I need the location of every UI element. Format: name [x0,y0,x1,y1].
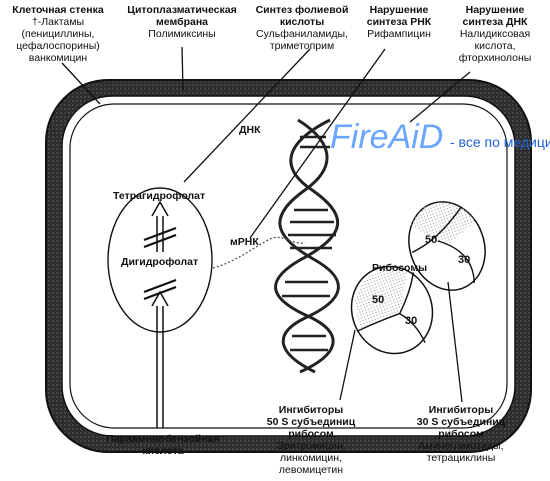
inh50-drug-3: левомицетин [278,464,344,476]
dna-title-2: синтеза ДНК [462,16,528,28]
dna-drug-3: фторхинолоны [458,52,532,64]
watermark-slogan: - все по медицине. [450,134,550,150]
rna-title-2: синтеза РНК [366,16,432,28]
pointer-lines [61,46,471,403]
folic-drug-1: Сульфаниламиды, [256,28,348,40]
dna-label: ДНК [239,124,261,136]
thf-label: Тетрагидрофолат [113,190,205,202]
paba-line-2: кислота [142,445,184,457]
folic-drug-2: триметоприм [269,40,335,52]
paba-label: Парааминобензойная кислота [98,433,228,457]
membrane-drug-1: Полимиксины [148,28,216,40]
rna-label: Нарушение синтеза РНК Рифампицин [358,4,440,40]
dna-drug-2: кислота, [474,40,516,52]
ribosome-lower-large: 50 [372,294,384,306]
block-mark-paba-dhf [143,278,177,301]
inh50-title-1: Ингибиторы [278,404,344,416]
cell-wall-drug-3: цефалоспорины) [16,40,100,52]
dna-inhibitors-label: Нарушение синтеза ДНК Налидиксовая кисло… [444,4,546,64]
rna-title-1: Нарушение [369,4,429,16]
ribosome-upper-large: 50 [425,234,437,246]
inh50-title-3: рибосом [288,428,334,440]
mrna-label: мРНК [230,236,259,248]
dna-drug-1: Налидиксовая [459,28,531,40]
folic-label: Синтез фолиевой кислоты Сульфаниламиды, … [246,4,358,52]
cell-wall-label: Клеточная стенка †-Лактамы (пенициллины,… [3,4,113,64]
inh50-drug-1: Эритромицин, [276,440,346,452]
mrna-strand [212,236,306,269]
dhf-label: Дигидрофолат [121,256,198,268]
inh30-drug-2: тетрациклины [426,452,496,464]
folic-title-2: кислоты [279,16,325,28]
inh30-title-1: Ингибиторы [428,404,494,416]
rna-drug-1: Рифампицин [367,28,431,40]
block-mark-dhf-thf [143,226,177,249]
watermark-logo: FireAiD [330,118,444,156]
cell-wall-drug-4: ванкомицин [28,52,88,64]
inh30-title-3: рибосом [438,428,484,440]
membrane-label: Цитоплазматическая мембрана Полимиксины [118,4,246,40]
inh30-drug-1: Аминогликозиды, [418,440,504,452]
cell-wall-title: Клеточная стенка [12,4,104,16]
ribosome-lower [350,265,434,355]
dna-title-1: Нарушение [465,4,525,16]
ribosome-upper [408,200,486,291]
paba-line-1: Парааминобензойная [106,433,220,445]
cell-wall-drug-2: (пенициллины, [21,28,95,40]
membrane-title-1: Цитоплазматическая [127,4,237,16]
inh50-drug-2: линкомицин, [279,452,343,464]
cell-wall-drug-1: †-Лактамы [31,16,85,28]
folate-pathway-ellipse [107,187,213,333]
ribosome-upper-small: 30 [458,254,470,266]
ribosomes-label: Рибосомы [372,262,427,274]
inhibitors-50s-label: Ингибиторы 50 S субъединиц рибосом Эритр… [256,404,366,476]
membrane-title-2: мембрана [155,16,209,28]
watermark: FireAiD - все по медицине. [330,118,550,157]
inhibitors-30s-label: Ингибиторы 30 S субъединиц рибосом Амино… [405,404,517,464]
ribosome-lower-small: 30 [405,315,417,327]
inh30-title-2: 30 S субъединиц [416,416,506,428]
inh50-title-2: 50 S субъединиц [266,416,356,428]
folic-title-1: Синтез фолиевой [255,4,349,16]
